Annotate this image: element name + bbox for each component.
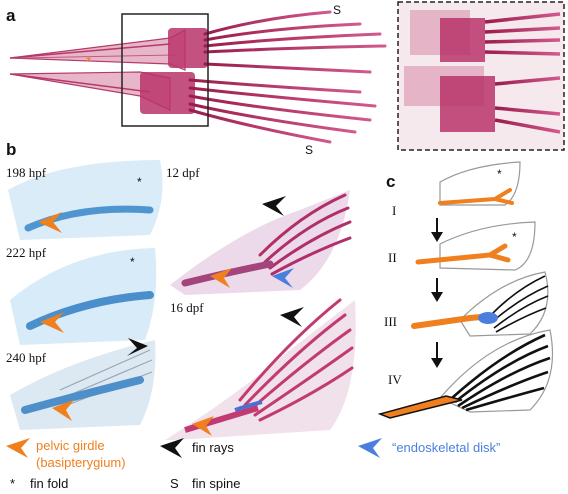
legend-basipterygium: (basipterygium) (36, 455, 126, 470)
legend-orange-arrowhead (6, 438, 30, 458)
legend-pelvic-girdle: pelvic girdle (36, 438, 105, 453)
panel-a-inset-box (121, 13, 209, 127)
panel-c-step-2 (415, 221, 536, 271)
legend-fin-spine-symbol: S (170, 476, 179, 491)
stage-12dpf: 12 dpf (166, 165, 200, 180)
panel-c-step-3 (411, 271, 549, 337)
legend-blue-arrowhead (358, 438, 382, 458)
legend-endoskeletal-disk: “endoskeletal disk” (392, 440, 501, 455)
panel-a-lower-fin (9, 71, 377, 144)
step-III: III (384, 314, 397, 329)
arrowhead-black-12dpf (262, 196, 286, 216)
panel-b-12dpf-image (170, 190, 352, 295)
panel-b-arrowheads (38, 196, 304, 436)
arrowhead-black-16dpf (280, 307, 304, 327)
panel-a-upper-fin (9, 10, 387, 74)
stage-198hpf: 198 hpf (6, 165, 47, 180)
panel-a-magnified-inset (397, 1, 565, 151)
panel-b-240hpf-image (10, 340, 156, 430)
arrowhead-orange-198 (38, 212, 62, 233)
step-I: I (392, 203, 397, 218)
panel-c-down-arrow-2 (431, 278, 443, 302)
panel-c-asterisk-1: * (497, 167, 502, 181)
spine-label-top: S (333, 3, 342, 17)
legend-black-arrowhead (160, 438, 184, 458)
panel-c-asterisk-2: * (512, 230, 517, 244)
panel-a-letter: a (6, 6, 16, 25)
panel-b-asterisk-198: * (137, 175, 142, 189)
panel-b-asterisk-222: * (130, 255, 135, 269)
step-IV: IV (388, 372, 402, 387)
panel-c-step-1 (438, 161, 521, 206)
legend-fin-rays: fin rays (192, 440, 234, 455)
stage-222hpf: 222 hpf (6, 245, 47, 260)
panel-b-16dpf-image (165, 298, 356, 440)
panel-c-letter: c (386, 172, 396, 191)
panel-c-step-4 (377, 329, 554, 419)
step-II: II (388, 250, 397, 265)
panel-b-letter: b (6, 140, 17, 159)
legend-fin-fold-symbol: * (10, 476, 16, 491)
arrowhead-orange-12dpf (210, 268, 232, 288)
legend-fin-fold: fin fold (30, 476, 69, 491)
panel-a-asterisk: * (86, 53, 92, 69)
panel-c-down-arrow-1 (431, 218, 443, 242)
stage-240hpf: 240 hpf (6, 350, 47, 365)
panel-c-down-arrow-3 (431, 342, 443, 368)
spine-label-bottom: S (305, 143, 314, 157)
stage-16dpf: 16 dpf (170, 300, 204, 315)
arrowhead-orange-222 (40, 312, 64, 333)
legend-fin-spine: fin spine (192, 476, 241, 491)
arrowhead-orange-240 (52, 400, 74, 421)
arrowhead-blue-12dpf (272, 268, 294, 288)
arrowhead-black-240 (127, 338, 148, 356)
arrowhead-orange-16dpf (192, 416, 214, 436)
